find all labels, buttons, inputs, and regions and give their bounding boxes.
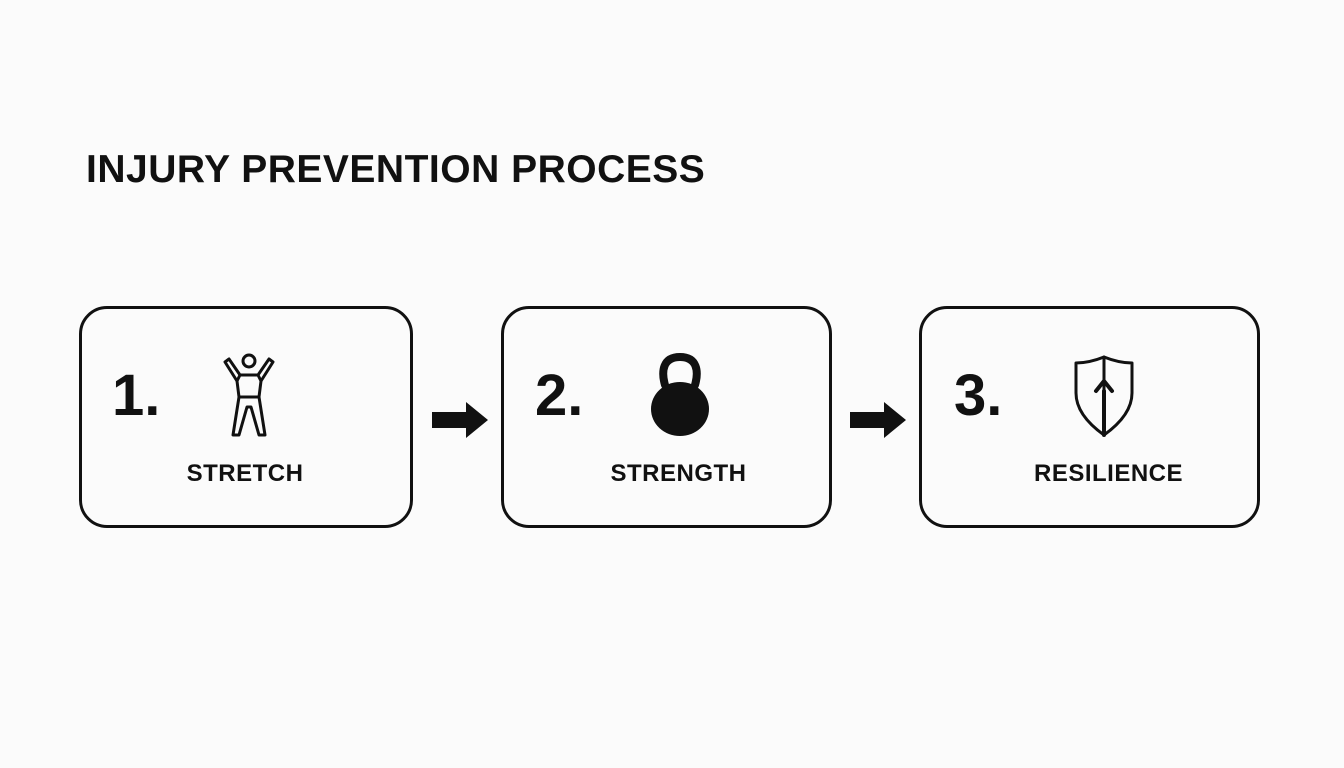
person-stretch-icon — [223, 353, 275, 437]
step-number: 2. — [535, 363, 584, 428]
step-label: STRETCH — [186, 460, 304, 487]
step-number: 3. — [954, 363, 1003, 428]
step-number: 1. — [112, 363, 161, 428]
step-box-strength: 2. STRENGTH — [501, 306, 832, 528]
step-box-resilience: 3. RESILIENCE — [919, 306, 1260, 528]
step-label: STRENGTH — [610, 460, 747, 487]
diagram-title: INJURY PREVENTION PROCESS — [86, 148, 706, 191]
kettlebell-icon — [651, 352, 709, 436]
step-label: RESILIENCE — [1033, 460, 1184, 487]
arrow-right-icon — [432, 402, 488, 438]
step-box-stretch: 1. STRETCH — [79, 306, 413, 528]
arrow-right-icon — [850, 402, 906, 438]
shield-arrow-icon — [1074, 355, 1134, 437]
